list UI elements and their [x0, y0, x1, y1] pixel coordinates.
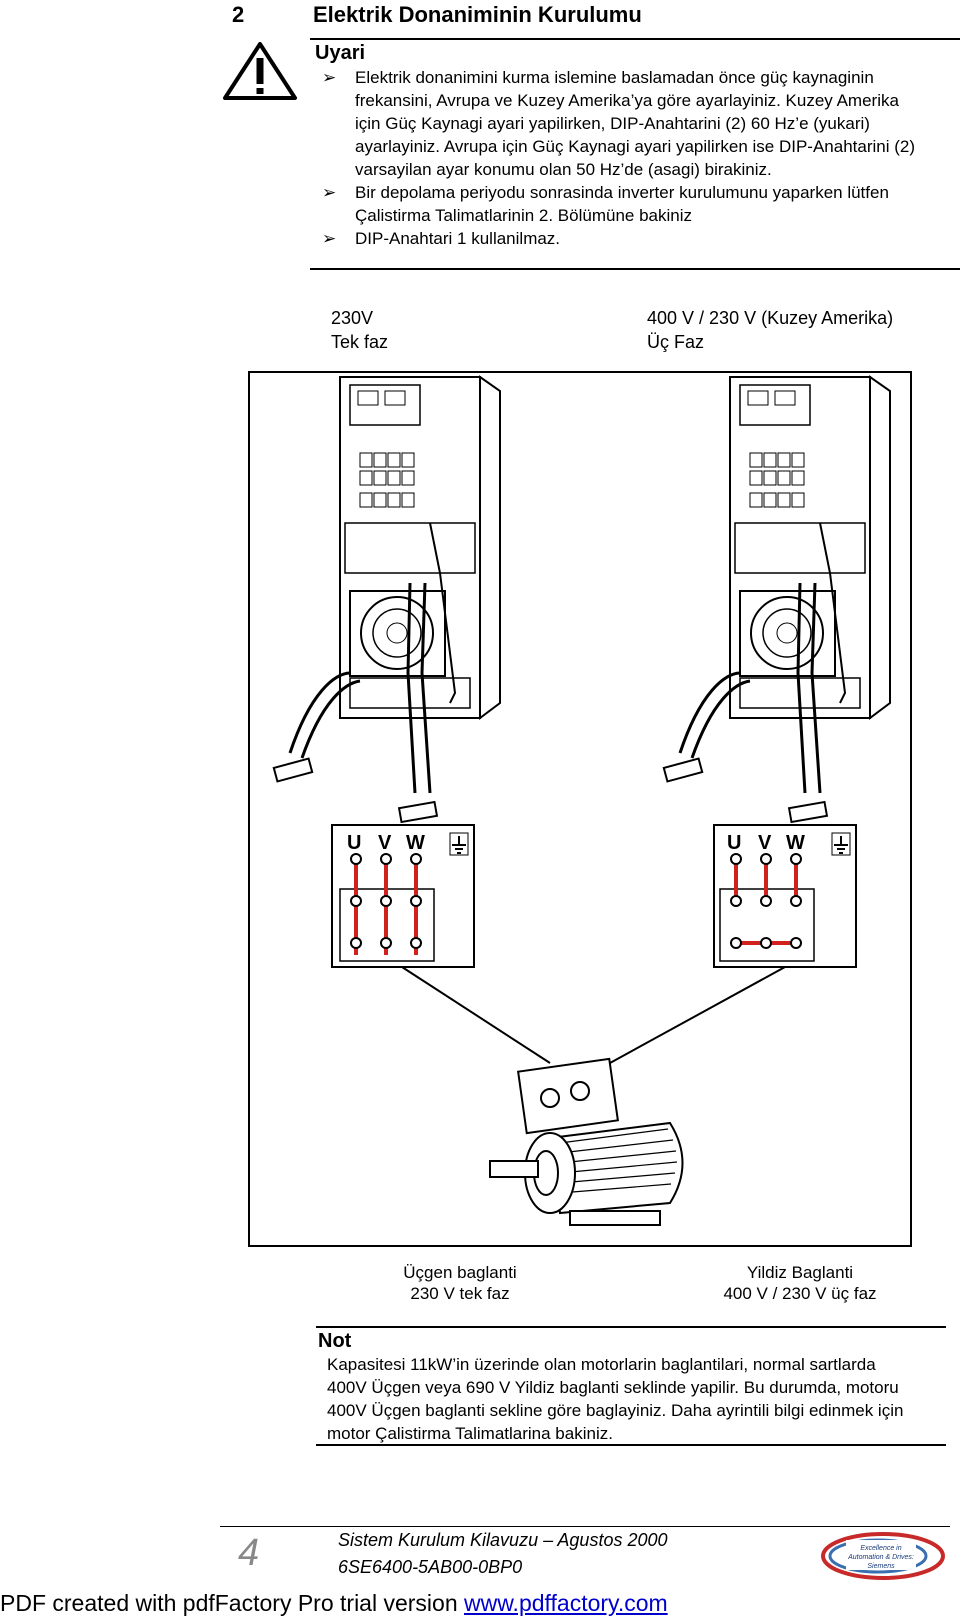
terminal-box-delta — [331, 824, 475, 968]
top-rule — [310, 38, 960, 40]
pdf-banner: PDF created with pdfFactory Pro trial ve… — [0, 1590, 668, 1617]
siemens-logo: Excellence in Automation & Drives: Sieme… — [821, 1532, 945, 1580]
terminal-label-v-left: V — [378, 832, 392, 854]
warning-bullet: ➢Elektrik donanimini kurma islemine basl… — [322, 68, 915, 179]
terminal-box-star — [713, 824, 857, 968]
svg-text:Siemens: Siemens — [867, 1563, 895, 1570]
terminal-label-w-right: W — [786, 832, 805, 854]
caption-right: Yildiz Baglanti 400 V / 230 V üç faz — [723, 1263, 877, 1303]
page-number: 4 — [238, 1532, 260, 1574]
connector-line-right — [609, 966, 786, 1064]
motor-illustration — [489, 1057, 684, 1226]
warning-bullet: ➢Bir depolama periyodu sonrasinda invert… — [322, 183, 889, 225]
footer-order-number: 6SE6400-5AB00-0BP0 — [338, 1557, 523, 1577]
left-column-heading: 230V Tek faz — [331, 308, 389, 352]
terminal-label-u-left: U — [347, 832, 361, 854]
wiring-figure: U V W U — [248, 371, 912, 1247]
warning-title: Uyari — [315, 42, 366, 64]
svg-text:Excellence in: Excellence in — [860, 1545, 901, 1552]
terminal-label-v-right: V — [758, 832, 772, 854]
terminal-label-w-left: W — [406, 832, 425, 854]
bullet-arrow-icon: ➢ — [322, 68, 337, 87]
terminal-label-u-right: U — [727, 832, 741, 854]
section-title: Elektrik Donaniminin Kurulumu — [313, 2, 642, 27]
bullet-arrow-icon: ➢ — [322, 229, 337, 248]
connector-line-left — [401, 966, 551, 1064]
warning-bottom-rule — [310, 268, 960, 270]
right-column-heading: 400 V / 230 V (Kuzey Amerika) Üç Faz — [647, 308, 894, 352]
ground-icon — [831, 832, 851, 856]
note-top-rule — [316, 1326, 946, 1328]
warning-bullet: ➢DIP-Anahtari 1 kullanilmaz. — [322, 229, 561, 248]
ground-icon — [449, 832, 469, 856]
footer-title: Sistem Kurulum Kilavuzu – Agustos 2000 — [338, 1530, 668, 1550]
caption-left: Üçgen baglanti 230 V tek faz — [403, 1263, 517, 1303]
note-bottom-rule — [316, 1444, 946, 1446]
wiring-illustration: U V W U — [272, 375, 891, 1226]
svg-text:Automation & Drives:: Automation & Drives: — [847, 1554, 914, 1561]
footer-rule — [220, 1526, 950, 1527]
pdffactory-link[interactable]: www.pdffactory.com — [464, 1590, 668, 1616]
pdf-banner-text: PDF created with pdfFactory Pro trial ve… — [0, 1590, 464, 1616]
section-number: 2 — [232, 2, 245, 27]
warning-bullets: ➢Elektrik donanimini kurma islemine basl… — [322, 66, 922, 250]
inverter-left — [272, 375, 501, 824]
bullet-arrow-icon: ➢ — [322, 183, 337, 202]
inverter-right — [662, 375, 891, 824]
note-title: Not — [318, 1330, 352, 1352]
warning-triangle-icon — [223, 42, 297, 100]
note-text: Kapasitesi 11kW’in üzerinde olan motorla… — [327, 1355, 904, 1443]
